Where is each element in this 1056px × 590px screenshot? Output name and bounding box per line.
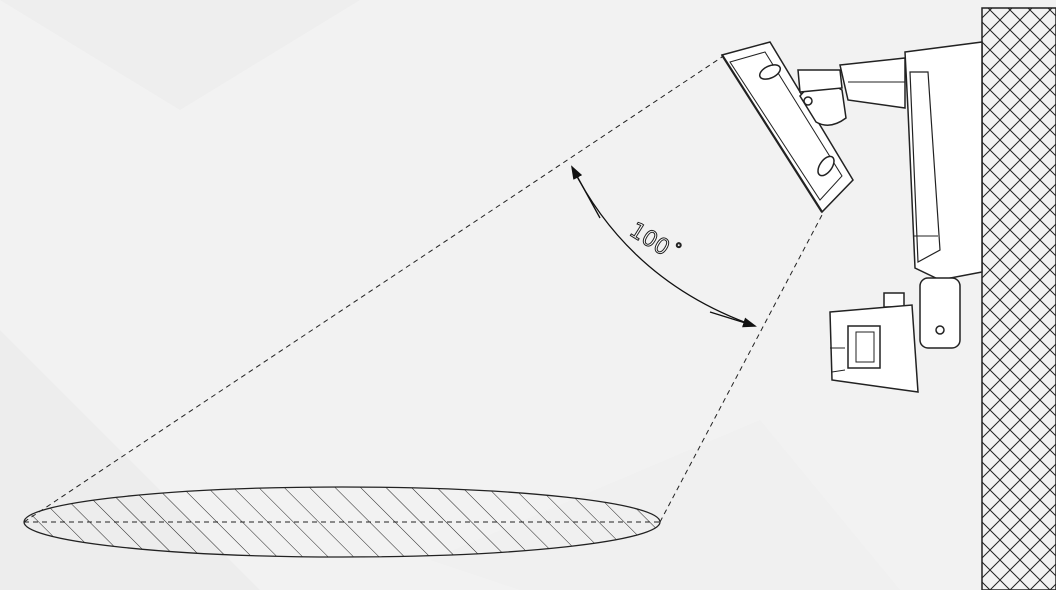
angle-arrow-top (571, 165, 601, 219)
motion-sensor (829, 277, 961, 393)
floodlight-head (720, 41, 854, 214)
lamp-lens-frame (729, 51, 843, 201)
sensor-top-knob (883, 292, 905, 308)
beam-edge-lower (659, 214, 823, 523)
wall-box-front (909, 71, 941, 263)
bracket-arm-top (797, 69, 843, 93)
lamp-mount-hole-top (758, 64, 782, 80)
sensor-lens-window (847, 325, 881, 369)
wall (981, 7, 1056, 590)
angle-arrow-bottom (709, 311, 757, 328)
beam-edges (23, 54, 823, 523)
beam-angle-label: 100° (625, 214, 685, 267)
beam-edge-upper (23, 54, 726, 523)
bracket-arm (839, 57, 906, 109)
lamp-lens-edge (721, 54, 823, 213)
sensor-mount (919, 277, 961, 349)
wall-box (904, 41, 983, 281)
illuminated-area (23, 486, 661, 558)
mounting-bracket (797, 41, 983, 281)
lamp-pivot-screw (803, 96, 813, 106)
sensor-detail-bottom (831, 369, 846, 373)
lamp-housing (720, 41, 854, 214)
lamp-mount-hole-bottom (817, 155, 835, 177)
beam-angle-dimension: 100° (571, 165, 757, 328)
sensor-mount-screw (935, 325, 945, 335)
sensor-lens (855, 331, 875, 363)
